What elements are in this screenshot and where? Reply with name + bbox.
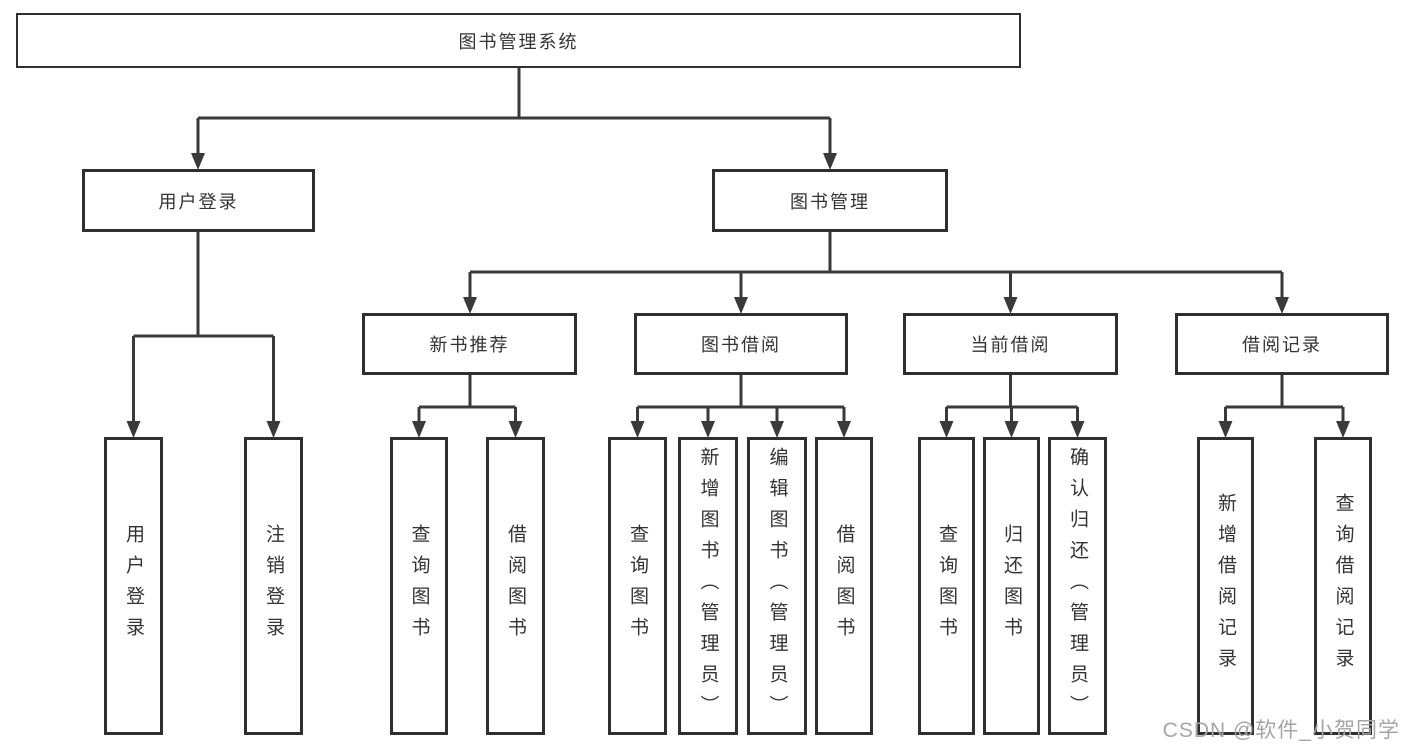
node-current-borrow: 当前借阅 <box>903 313 1118 375</box>
leaf-logout: 注销登录 <box>244 437 303 735</box>
node-label: 注销登录 <box>263 524 284 648</box>
node-label: 图书借阅 <box>701 335 781 355</box>
csdn-watermark: CSDN @软件_小贺同学 <box>1162 719 1400 742</box>
leaf-query-books-1: 查询图书 <box>390 437 448 735</box>
node-label: 借阅图书 <box>505 524 526 648</box>
leaf-query-books-3: 查询图书 <box>918 437 975 735</box>
node-label: 归还图书 <box>1001 524 1022 648</box>
node-label: 用户登录 <box>158 191 239 212</box>
node-label: 确认归还（管理员） <box>1067 446 1088 726</box>
node-label: 图书管理系统 <box>458 31 579 52</box>
node-new-book-recommend: 新书推荐 <box>362 313 577 375</box>
node-label: 查询图书 <box>936 524 957 648</box>
node-label: 借阅记录 <box>1242 335 1322 355</box>
node-label: 查询图书 <box>627 524 648 648</box>
leaf-add-books-admin: 新增图书（管理员） <box>678 437 738 735</box>
connector-user-login <box>126 232 281 438</box>
node-label: 新增借阅记录 <box>1215 493 1236 679</box>
leaf-add-borrow-record: 新增借阅记录 <box>1197 437 1254 735</box>
connector-book-borrow <box>630 375 851 438</box>
node-label: 用户登录 <box>123 524 144 648</box>
node-book-management: 图书管理 <box>712 169 948 232</box>
node-label: 新书推荐 <box>429 335 510 355</box>
leaf-query-borrow-record: 查询借阅记录 <box>1314 437 1372 735</box>
leaf-user-login: 用户登录 <box>104 437 163 735</box>
node-label: 查询图书 <box>408 524 430 648</box>
node-label: 图书管理 <box>790 191 870 212</box>
connector-book-mgmt <box>463 232 1289 314</box>
leaf-return-books: 归还图书 <box>983 437 1040 735</box>
leaf-borrow-books-1: 借阅图书 <box>486 437 545 735</box>
leaf-confirm-return-admin: 确认归还（管理员） <box>1048 437 1107 735</box>
node-label: 当前借阅 <box>970 335 1051 355</box>
connector-current-borrow <box>939 375 1085 438</box>
node-library-system: 图书管理系统 <box>16 13 1021 68</box>
node-borrow-records: 借阅记录 <box>1175 313 1389 375</box>
node-book-borrow: 图书借阅 <box>634 313 848 375</box>
node-label: 查询借阅记录 <box>1332 493 1354 679</box>
connector-root <box>191 68 837 170</box>
node-label: 编辑图书（管理员） <box>766 446 788 726</box>
leaf-query-books-2: 查询图书 <box>608 437 667 735</box>
node-label: 新增图书（管理员） <box>697 446 719 726</box>
node-label: 借阅图书 <box>833 524 855 648</box>
leaf-edit-books-admin: 编辑图书（管理员） <box>747 437 807 735</box>
connector-borrow-records <box>1218 375 1350 438</box>
leaf-borrow-books-2: 借阅图书 <box>815 437 873 735</box>
connector-new-book <box>412 375 523 438</box>
node-user-login: 用户登录 <box>82 169 315 232</box>
